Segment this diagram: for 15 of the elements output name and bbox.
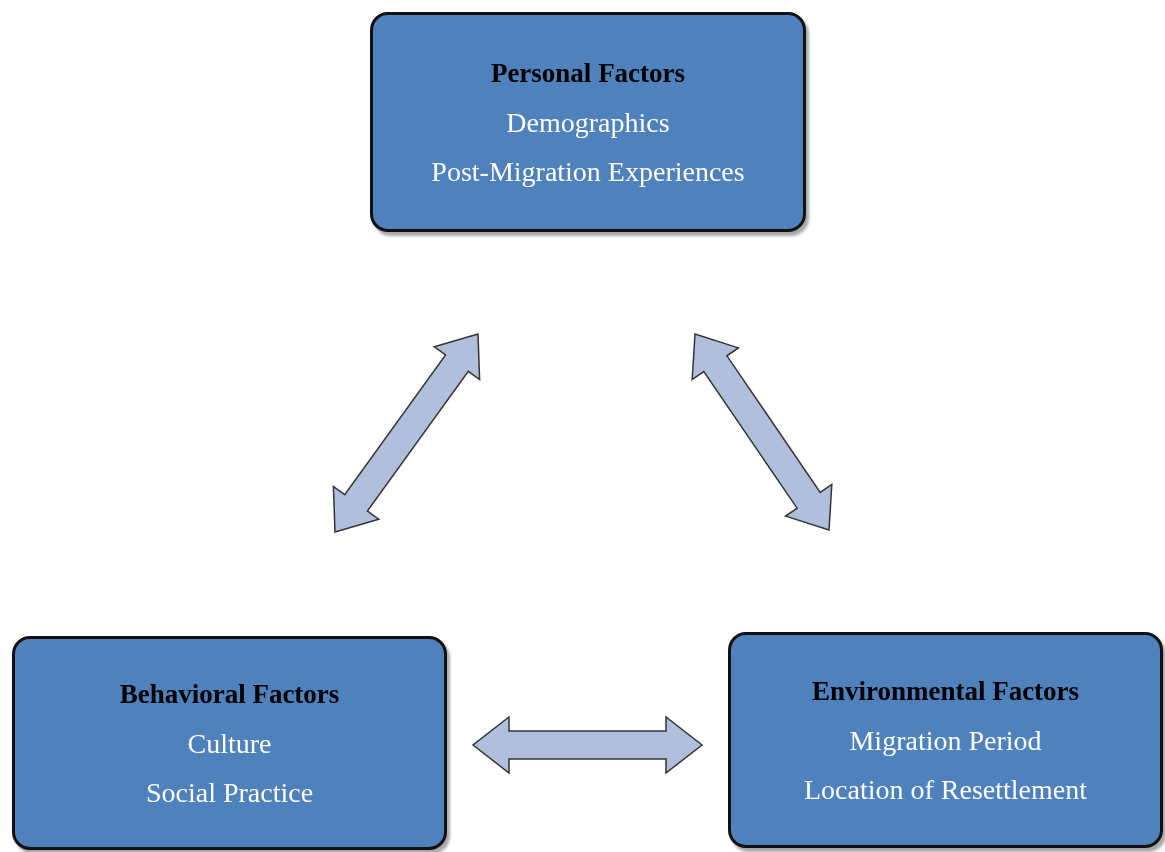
factor-box: [12, 636, 447, 850]
factor-box: [728, 632, 1163, 848]
box-heading: Personal Factors: [490, 56, 686, 90]
box-text: Demographics: [506, 105, 670, 140]
box-text: Culture: [187, 726, 272, 761]
box-text: Post-Migration Experiences: [431, 154, 745, 189]
box-text: Location of Resettlement: [804, 772, 1087, 807]
double-arrow: [691, 333, 833, 531]
box-text: Migration Period: [849, 723, 1042, 758]
box-heading: Behavioral Factors: [119, 677, 340, 711]
double-arrow: [332, 333, 481, 533]
double-arrow: [471, 715, 704, 775]
box-heading: Environmental Factors: [811, 674, 1080, 708]
factor-box: [370, 12, 806, 232]
box-text: Social Practice: [145, 775, 314, 810]
